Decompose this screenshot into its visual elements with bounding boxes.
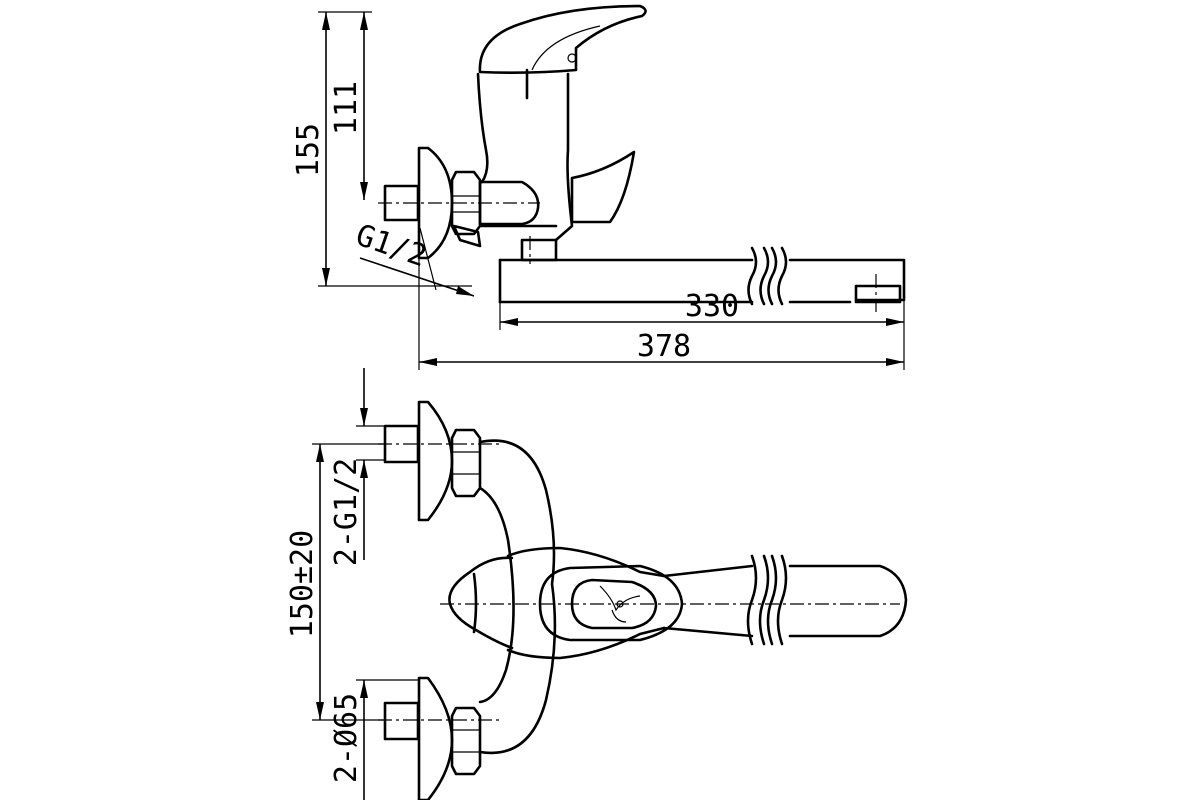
inlet-connector	[378, 184, 540, 222]
spout-side	[498, 246, 906, 312]
dimension-150: 150±20	[285, 444, 324, 720]
lever-top	[538, 564, 684, 642]
lower-inlet	[378, 676, 500, 800]
dimension-155: 155	[291, 12, 330, 286]
dim-spout-length: 330	[685, 289, 739, 324]
dim-overall-height: 155	[291, 123, 326, 177]
dim-handle-height: 111	[329, 81, 364, 135]
lever-handle	[478, 4, 647, 100]
diverter-handle	[570, 150, 636, 224]
dimension-2-g1-2: 2-G1/2	[329, 368, 384, 566]
mixer-body-top	[448, 439, 666, 755]
side-view: 155 111 G1/2	[291, 4, 906, 370]
dim-flange-diameter: 2-Ø65	[329, 693, 364, 783]
dim-connections: 2-G1/2	[329, 458, 364, 566]
inlet-pipe	[452, 224, 482, 248]
upper-inlet	[378, 400, 500, 522]
dimension-330: 330	[499, 289, 905, 370]
dim-overall-length: 378	[637, 329, 691, 364]
spout-collar	[520, 238, 558, 262]
dimension-111: 111	[329, 12, 368, 200]
top-view: 150±20 2-G1/2 2-Ø65	[285, 368, 908, 800]
spout-top	[440, 554, 908, 646]
hex-nut	[450, 170, 482, 236]
dim-centre-distance: 150±20	[285, 530, 320, 638]
eccentric-arm	[478, 180, 540, 226]
dimension-2-diameter-65: 2-Ø65	[329, 679, 420, 800]
dimension-378: 378	[418, 258, 904, 370]
body-left-edge	[476, 72, 489, 184]
body-right-edge	[554, 72, 574, 242]
